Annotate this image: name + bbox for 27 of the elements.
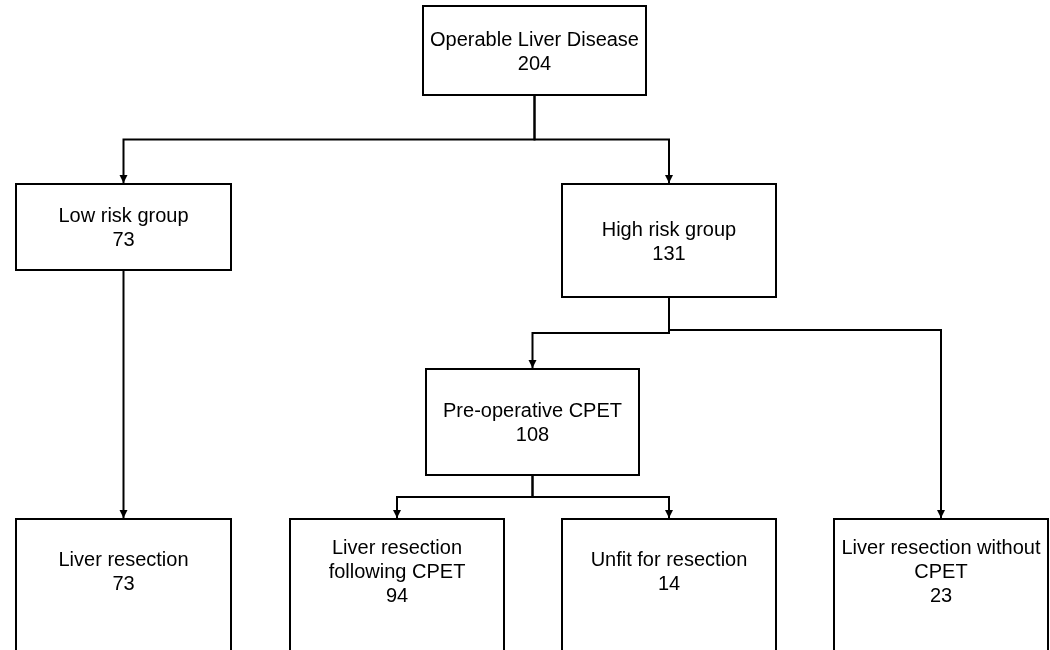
arrow — [531, 475, 673, 519]
count-label: 204 — [517, 50, 552, 75]
box-title: Pre-operative CPET — [443, 398, 622, 422]
box-title: Unfit for resection — [590, 546, 748, 571]
count-label: 94 — [385, 582, 409, 607]
process-box — [422, 5, 647, 96]
box-title: Operable Liver Disease — [430, 26, 639, 51]
count-label: 131 — [652, 240, 686, 265]
box-title: Low risk group — [58, 203, 189, 227]
box-title: Liver resection following CPET — [327, 534, 467, 583]
process-box — [425, 368, 640, 476]
arrow — [119, 270, 128, 519]
count-label: 73 — [112, 570, 135, 595]
process-box — [15, 518, 232, 650]
box-title: Liver resection — [58, 546, 189, 571]
process-box — [833, 518, 1049, 650]
arrow — [533, 95, 673, 184]
box-title: High risk group — [601, 216, 737, 241]
process-box — [561, 518, 777, 650]
count-label: 23 — [929, 582, 953, 607]
process-box — [561, 183, 777, 298]
process-box — [15, 183, 232, 271]
count-label: 108 — [515, 422, 550, 446]
box-title: Liver resection without CPET — [840, 534, 1042, 583]
process-box — [289, 518, 505, 650]
count-label: 73 — [112, 227, 135, 251]
count-label: 14 — [657, 570, 681, 595]
